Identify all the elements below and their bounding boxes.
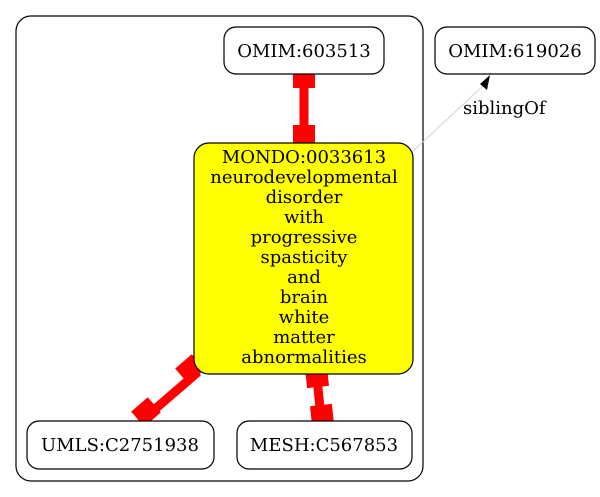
node-id: MONDO:0033613 — [222, 147, 386, 168]
edge-mondo-to-mesh — [305, 365, 334, 429]
cluster-box — [15, 15, 424, 482]
node-label-line: white — [279, 307, 330, 328]
node-mondo-0033613[interactable]: MONDO:0033613 neurodevelopmental disorde… — [193, 142, 414, 375]
node-label: MESH:C567853 — [250, 435, 398, 456]
node-omim-619026[interactable]: OMIM:619026 — [434, 26, 596, 75]
edge-mondo-to-umls — [131, 354, 205, 427]
node-label: OMIM:603513 — [237, 41, 371, 62]
node-label-line: brain — [280, 287, 329, 308]
edge-omim603513-to-mondo — [293, 68, 315, 145]
node-label-line: with — [284, 207, 324, 228]
node-label-line: disorder — [266, 187, 343, 208]
node-label-line: matter — [273, 327, 335, 348]
edge-mondo-to-omim619026 — [411, 75, 490, 153]
node-label: UMLS:C2751938 — [41, 435, 199, 456]
node-label-line: progressive — [251, 227, 358, 248]
edge-label-siblingof: siblingOf — [463, 98, 547, 119]
node-label: OMIM:619026 — [448, 41, 582, 62]
node-label-line: abnormalities — [241, 347, 366, 368]
node-label-line: and — [287, 267, 321, 288]
arrowhead-icon — [480, 75, 490, 90]
node-label-line: spasticity — [261, 247, 349, 268]
node-label-line: neurodevelopmental — [210, 167, 398, 188]
node-mesh-c567853[interactable]: MESH:C567853 — [236, 420, 413, 470]
node-umls-c2751938[interactable]: UMLS:C2751938 — [26, 420, 215, 470]
node-omim-603513[interactable]: OMIM:603513 — [223, 26, 385, 75]
